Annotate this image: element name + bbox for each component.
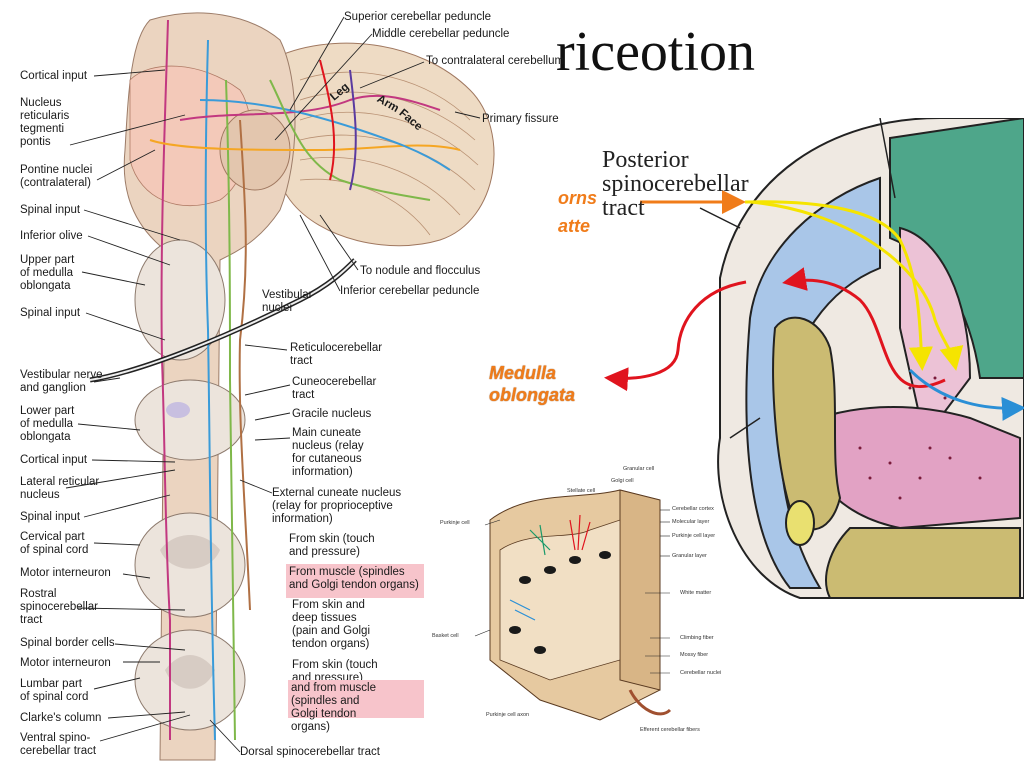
label-inferior-peduncle: Inferior cerebellar peduncle: [340, 285, 480, 297]
label-rostral-tract: Rostral spinocerebellar tract: [20, 588, 98, 626]
label-reticulocerebellar: Reticulocerebellar tract: [290, 342, 383, 367]
label-gracile-nucleus: Gracile nucleus: [292, 408, 372, 420]
label-external-cuneate: External cuneate nucleus (relay for prop…: [272, 487, 402, 525]
label-upper-medulla: Upper part of medulla oblongata: [20, 254, 75, 292]
pathway-arrows: [604, 190, 1024, 421]
label-nucleus-reticularis: Nucleus reticularis tegmenti pontis: [20, 97, 70, 148]
cerebellar-pathways-illustration: [65, 12, 495, 761]
slide-title: riceotion: [556, 21, 756, 83]
label-basket-cell: Basket cell: [432, 633, 459, 639]
label-purkinje-axon: Purkinje cell axon: [486, 712, 530, 718]
label-nodule-flocculus: To nodule and flocculus: [360, 265, 481, 277]
label-mossy-fiber: Mossy fiber: [680, 652, 709, 658]
label-primary-fissure: Primary fissure: [482, 113, 559, 125]
label-cuneocerebellar: Cuneocerebellar tract: [292, 376, 377, 401]
label-stellate-cell: Stellate cell: [567, 488, 596, 494]
label-ventral-tract: Ventral spino- cerebellar tract: [20, 732, 97, 757]
label-spinal-input-1: Spinal input: [20, 204, 81, 216]
label-lumbar-cord: Lumbar part of spinal cord: [20, 678, 89, 703]
label-efferent-fibers: Efferent cerebellar fibers: [640, 727, 700, 733]
label-vestibular-nuclei: Vestibular nuclei: [262, 289, 313, 314]
label-posterior-tract: Posterior spinocerebellar tract: [602, 147, 749, 221]
label-lower-medulla: Lower part of medulla oblongata: [20, 405, 75, 443]
label-cortical-input: Cortical input: [20, 70, 88, 82]
label-purkinje-layer: Purkinje cell layer: [672, 533, 716, 539]
spinal-cord-section: [699, 118, 1024, 599]
label-lateral-reticular: Lateral reticular nucleus: [20, 476, 100, 501]
label-motor-interneuron-1: Motor interneuron: [20, 567, 111, 579]
label-molecular-layer: Molecular layer: [672, 519, 710, 525]
label-purkinje-cell: Purkinje cell: [440, 520, 470, 526]
label-cervical-cord: Cervical part of spinal cord: [20, 531, 89, 556]
label-dorsal-tract: Dorsal spinocerebellar tract: [240, 746, 380, 758]
cerebellar-cortex-illustration: [474, 489, 672, 721]
label-main-cuneate: Main cuneate nucleus (relay for cutaneou…: [292, 427, 364, 478]
label-from-skin-1: From skin (touch and pressure): [289, 533, 375, 558]
label-vestibular-nerve: Vestibular nerve and ganglion: [20, 369, 103, 394]
label-granular-layer: Granular layer: [672, 553, 707, 559]
label-cerebellar-nuclei: Cerebellar nuclei: [680, 670, 722, 676]
label-spinal-input-2: Spinal input: [20, 307, 81, 319]
label-spinal-input-3: Spinal input: [20, 511, 81, 523]
label-spinal-border-cells: Spinal border cells: [20, 637, 115, 649]
label-middle-peduncle: Middle cerebellar peduncle: [372, 28, 510, 40]
label-superior-peduncle: Superior cerebellar peduncle: [344, 11, 492, 23]
label-golgi-cell: Golgi cell: [611, 478, 634, 484]
label-white-matter: White matter: [680, 590, 712, 596]
label-inferior-olive: Inferior olive: [20, 230, 83, 242]
label-cerebellar-cortex: Cerebellar cortex: [672, 506, 714, 512]
label-motor-interneuron-2: Motor interneuron: [20, 657, 111, 669]
label-granular-cell: Granular cell: [623, 466, 655, 472]
label-pontine-nuclei: Pontine nuclei (contralateral): [20, 164, 93, 189]
label-orange-partial: orns atte: [558, 188, 598, 236]
label-climbing-fiber: Climbing fiber: [680, 635, 714, 641]
label-from-muscle-highlight: From muscle (spindles and Golgi tendon o…: [286, 564, 424, 598]
label-from-skin-deep: From skin and deep tissues (pain and Gol…: [292, 599, 370, 650]
label-contralateral: To contralateral cerebellum: [426, 55, 565, 67]
label-clarkes-column: Clarke's column: [20, 712, 102, 724]
label-cortical-input-2: Cortical input: [20, 454, 88, 466]
label-and-muscle-highlight: and from muscle (spindles and Golgi tend…: [288, 680, 424, 733]
label-medulla-oblongata: Medulla oblongata: [489, 363, 575, 405]
